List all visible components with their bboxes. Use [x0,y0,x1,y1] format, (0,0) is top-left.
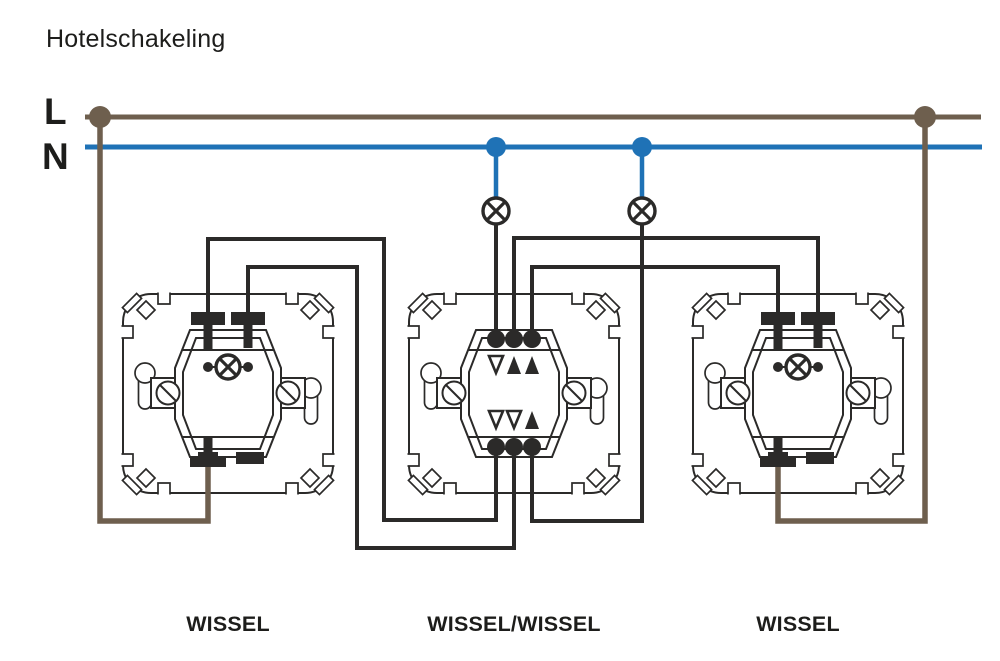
n-junction-lamp1 [486,137,506,157]
diagram-title: Hotelschakeling [46,25,226,53]
switch-right [690,291,906,496]
l-rail-label: L [44,91,67,132]
l-junction-right [914,106,936,128]
switch-label-middle: WISSEL/WISSEL [427,612,600,636]
wire-left-top2-to-mid-bottom2 [246,265,516,550]
lamp-1 [481,147,511,226]
feed-wire-right [775,112,928,524]
switch-left [120,291,336,496]
wire-mid-top2-to-right-top2 [512,236,820,336]
lamp-2 [627,147,657,226]
switch-labels: WISSEL WISSEL/WISSEL WISSEL [186,612,840,636]
n-rail-label: N [42,136,69,177]
junction-dots [89,106,936,157]
l-junction-left [89,106,111,128]
switch-label-left: WISSEL [186,612,270,636]
wire-mid-top3-to-right-top1 [530,265,780,336]
feed-wire-left [97,112,211,524]
switch-wires [206,222,820,550]
switch-label-right: WISSEL [756,612,840,636]
power-rails: L N [42,91,982,177]
wire-lamp2-to-mid-bottom3 [530,222,644,523]
wire-left-top1-to-mid-bottom1 [206,237,498,522]
phase-feed-wires [97,112,928,524]
n-junction-lamp2 [632,137,652,157]
